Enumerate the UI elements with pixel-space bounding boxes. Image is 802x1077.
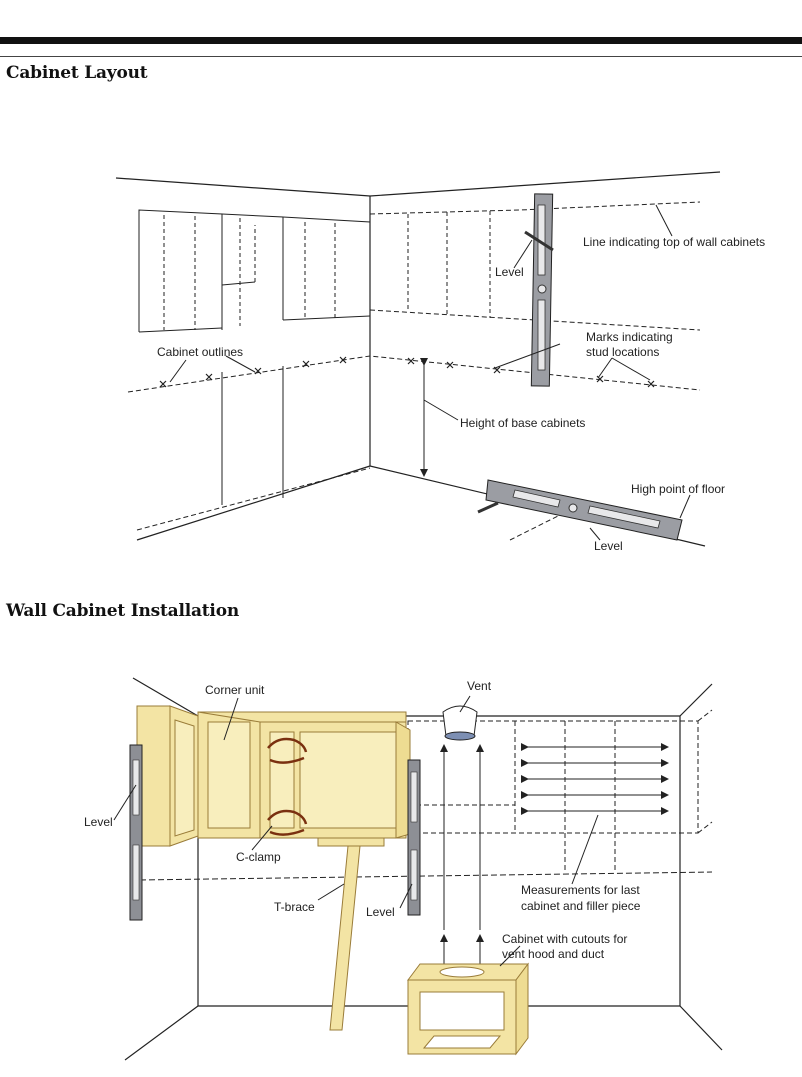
- floor-level-tool: [477, 479, 683, 541]
- top-rule: [0, 37, 802, 44]
- label-level-upper: Level: [495, 265, 524, 279]
- label-marks-line2: stud locations: [586, 345, 659, 359]
- label-cutout-line2: vent hood and duct: [502, 947, 605, 961]
- label-cutout-line1: Cabinet with cutouts for: [502, 932, 627, 946]
- middle-level-tool: [407, 759, 421, 916]
- label-vent: Vent: [467, 679, 492, 693]
- left-upper-cabinet-outlines: [138, 209, 371, 333]
- label-top-line: Line indicating top of wall cabinets: [583, 235, 765, 249]
- label-marks-line1: Marks indicating: [586, 330, 673, 344]
- label-c-clamp: C-clamp: [236, 850, 281, 864]
- label-measurements-line2: cabinet and filler piece: [521, 899, 641, 913]
- label-cabinet-outlines: Cabinet outlines: [157, 345, 243, 359]
- thin-rule: [0, 56, 802, 57]
- label-height-base: Height of base cabinets: [460, 416, 585, 430]
- c-clamp-icon: [267, 737, 308, 836]
- cabinet-layout-figure: [115, 171, 721, 547]
- label-level-floor: Level: [594, 539, 623, 553]
- label-corner-unit: Corner unit: [205, 683, 265, 697]
- left-level-tool: [129, 744, 143, 921]
- label-level-mid: Level: [366, 905, 395, 919]
- vent-icon: [442, 705, 478, 741]
- stud-marks: [159, 356, 655, 388]
- wall-cabinet-figure: [113, 677, 723, 1061]
- label-t-brace: T-brace: [274, 900, 315, 914]
- corner-unit-cabinet: [136, 705, 411, 847]
- cutout-cabinet: [407, 962, 529, 1056]
- upper-level-tool: [524, 193, 554, 387]
- label-level-left: Level: [84, 815, 113, 829]
- measurement-arrows: [521, 743, 669, 815]
- t-brace: [329, 845, 361, 1031]
- section-title-wall-cabinet-installation: Wall Cabinet Installation: [6, 601, 239, 621]
- label-high-point: High point of floor: [631, 482, 725, 496]
- section-title-cabinet-layout: Cabinet Layout: [6, 63, 148, 83]
- label-measurements-line1: Measurements for last: [521, 883, 640, 897]
